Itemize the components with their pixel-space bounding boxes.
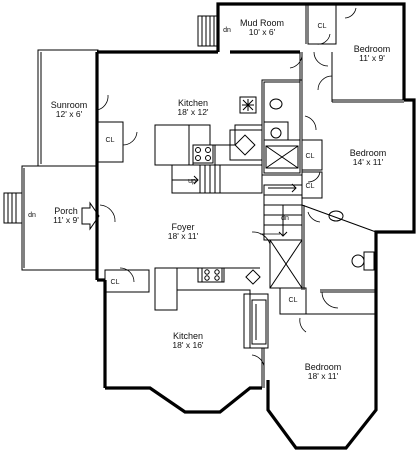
room-name: Bedroom xyxy=(305,362,342,372)
room-label-bedroom-se: Bedroom 18' x 11' xyxy=(305,362,342,381)
room-name: Kitchen xyxy=(178,98,208,108)
mudroom-steps-label: dn xyxy=(223,27,231,34)
closet-label: CL xyxy=(306,153,315,160)
mudroom-steps xyxy=(197,15,219,47)
stair-down-arrow-icon xyxy=(268,183,297,193)
room-size: 18' x 11' xyxy=(168,231,199,241)
room-name: Kitchen xyxy=(173,331,203,341)
closet-label: CL xyxy=(111,279,120,286)
porch-structure xyxy=(3,165,98,271)
room-label-bedroom-e: Bedroom 14' x 11' xyxy=(350,148,387,167)
room-size: 18' x 12' xyxy=(177,107,209,117)
closet-label: CL xyxy=(106,137,115,144)
closet-label: CL xyxy=(318,23,327,30)
exterior-walls xyxy=(95,2,416,450)
closet-label: CL xyxy=(289,297,298,304)
room-size: 10' x 6' xyxy=(249,27,276,37)
stair-up-label: up xyxy=(188,178,196,185)
doors xyxy=(96,7,357,367)
room-size: 14' x 11' xyxy=(353,157,384,167)
room-label-mudroom: Mud Room 10' x 6' xyxy=(240,18,284,37)
room-label-kitchen-lower: Kitchen 18' x 16' xyxy=(172,331,204,350)
room-label-porch: Porch 11' x 9' xyxy=(53,206,79,225)
room-name: Foyer xyxy=(171,222,194,232)
room-name: Bedroom xyxy=(354,44,391,54)
room-label-sunroom: Sunroom 12' x 6' xyxy=(51,100,88,119)
entry-arrow-icon xyxy=(81,201,100,231)
stair-down-arrow-icon xyxy=(278,205,288,237)
room-name: Porch xyxy=(54,206,78,216)
stair-up-arrow-icon xyxy=(172,175,199,185)
porch-steps-label: dn xyxy=(28,212,36,219)
closet-label: CL xyxy=(306,183,315,190)
stair-down-label: dn xyxy=(281,215,289,222)
room-size: 11' x 9' xyxy=(53,215,79,225)
room-label-foyer: Foyer 18' x 11' xyxy=(168,222,199,241)
room-name: Bedroom xyxy=(350,148,387,158)
room-size: 11' x 9' xyxy=(359,53,385,63)
room-label-kitchen-upper: Kitchen 18' x 12' xyxy=(177,98,209,117)
ceiling-fan-icon xyxy=(239,96,257,114)
room-name: Sunroom xyxy=(51,100,88,110)
room-name: Mud Room xyxy=(240,18,284,28)
room-label-bedroom-ne: Bedroom 11' x 9' xyxy=(354,44,391,63)
room-size: 18' x 16' xyxy=(172,340,204,350)
room-size: 18' x 11' xyxy=(308,371,339,381)
interior-walls xyxy=(96,3,404,388)
fixtures xyxy=(192,96,375,345)
room-size: 12' x 6' xyxy=(56,109,83,119)
